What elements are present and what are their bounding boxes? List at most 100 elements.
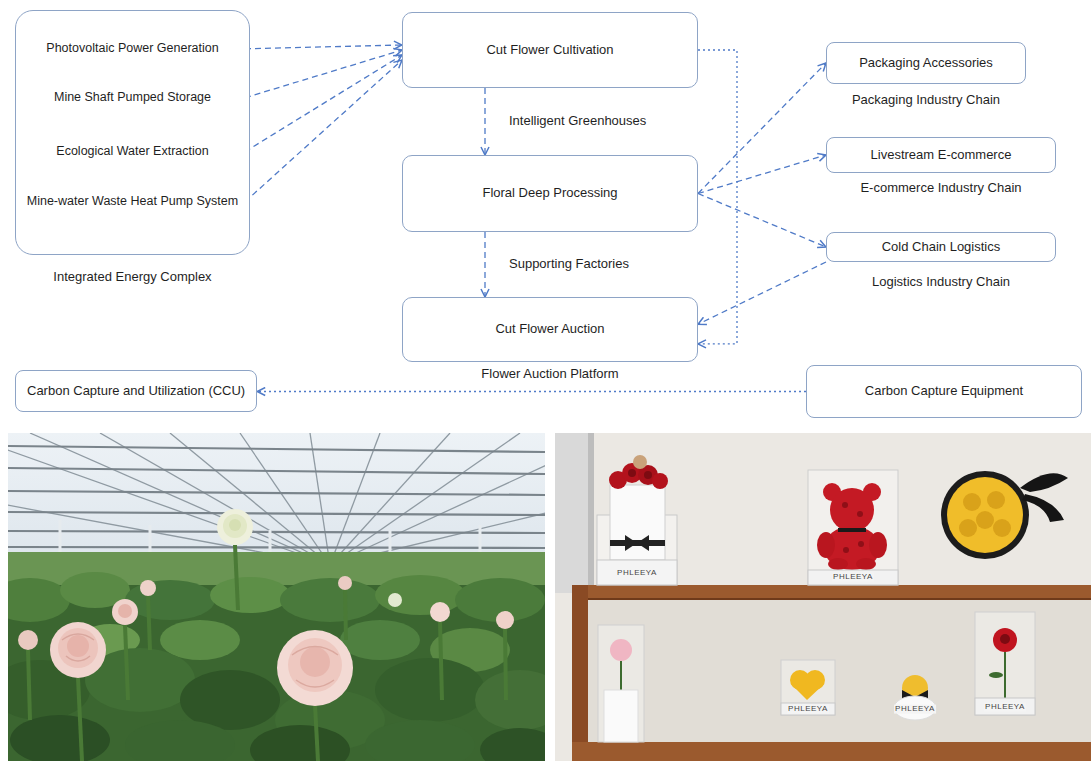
rose-blooms-part bbox=[300, 647, 330, 677]
connector bbox=[698, 262, 826, 324]
rose-foliage-part bbox=[10, 715, 110, 761]
round-rose-box-part bbox=[947, 477, 1023, 553]
rose-blooms-part bbox=[223, 514, 247, 538]
rose-blooms-part bbox=[118, 604, 132, 618]
box-heading: Packaging Industry Chain bbox=[826, 92, 1026, 108]
brand-label: PHLEEYA bbox=[984, 703, 1026, 712]
round-rose-box-part bbox=[959, 519, 977, 537]
pink-rose-vase-part bbox=[610, 639, 632, 661]
rose-blooms-part bbox=[18, 630, 38, 650]
greenhouse-truss-part bbox=[8, 547, 545, 548]
box-outline: Cold Chain Logistics bbox=[826, 232, 1056, 262]
box-text: Livestream E-commerce bbox=[871, 147, 1012, 163]
rose-stems-part bbox=[28, 650, 30, 720]
shelf-photo-part bbox=[572, 742, 1091, 761]
connector bbox=[245, 55, 402, 152]
box-outline: Packaging Accessories bbox=[826, 42, 1026, 84]
round-rose-box-part bbox=[1022, 494, 1064, 522]
connector bbox=[484, 88, 485, 155]
rose-stems-part bbox=[148, 596, 150, 650]
shelf-photo-part bbox=[572, 599, 1091, 744]
box-outline: Floral Deep Processing bbox=[402, 155, 698, 232]
red-rose-box-part bbox=[975, 698, 1035, 715]
box-heading: Logistics Industry Chain bbox=[826, 274, 1056, 290]
yellow-heart-box-part bbox=[791, 684, 824, 700]
brand-label: PHLEEYA bbox=[894, 705, 936, 714]
greenhouse-photo bbox=[8, 433, 545, 761]
rose-bear-display-part bbox=[808, 570, 898, 585]
yellow-heart-box-part bbox=[781, 660, 835, 715]
box-outline: Photovoltaic Power GenerationMine Shaft … bbox=[15, 10, 250, 255]
rose-foliage-part bbox=[8, 578, 70, 622]
rose-blooms-part bbox=[338, 576, 352, 590]
energy-item: Mine Shaft Pumped Storage bbox=[20, 85, 245, 111]
greenhouse-truss-part bbox=[8, 446, 545, 452]
red-rose-box-part bbox=[975, 612, 1035, 715]
yellow-heart-box-part bbox=[781, 703, 835, 715]
hat-box-display-part bbox=[625, 535, 649, 551]
rose-stems-part bbox=[235, 545, 238, 610]
rose-stems-part bbox=[78, 678, 82, 761]
brand-label: PHLEEYA bbox=[616, 569, 658, 578]
rose-blooms-part bbox=[430, 602, 450, 622]
rose-blooms-part bbox=[112, 599, 138, 625]
brand-label: PHLEEYA bbox=[832, 573, 874, 582]
energy-item: Mine-water Waste Heat Pump System bbox=[20, 189, 245, 215]
rose-bear-display-part bbox=[856, 558, 876, 570]
box-text: Cut Flower Cultivation bbox=[486, 42, 613, 58]
pink-rose-vase bbox=[598, 625, 644, 742]
hat-box-display-part bbox=[633, 455, 647, 469]
rose-blooms-part bbox=[50, 622, 106, 678]
pink-rose-vase-part bbox=[604, 690, 638, 742]
rose-blooms-part bbox=[67, 635, 89, 657]
box-text: Ecological Water Extraction bbox=[56, 144, 208, 160]
rose-foliage-part bbox=[210, 577, 290, 613]
box-heading: Integrated Energy Complex bbox=[15, 269, 250, 285]
connector bbox=[698, 63, 826, 194]
rose-bear-display-part bbox=[808, 470, 898, 585]
red-rose-box-part bbox=[1000, 634, 1010, 644]
item-area: Ecological Water Extraction bbox=[20, 139, 245, 165]
ccu-box: Carbon Capture and Utilization (CCU) bbox=[15, 370, 257, 412]
rose-blooms-part bbox=[217, 509, 253, 545]
shelf-photo-part bbox=[555, 433, 593, 593]
rose-blooms-part bbox=[62, 634, 94, 661]
box-text: Floral Deep Processing bbox=[482, 185, 617, 201]
box-text: Cold Chain Logistics bbox=[882, 239, 1001, 255]
process-box: Cut Flower AuctionFlower Auction Platfor… bbox=[402, 297, 698, 382]
rose-foliage-part bbox=[365, 720, 475, 761]
box-heading: Flower Auction Platform bbox=[402, 366, 698, 382]
rose-bear-display-part bbox=[857, 511, 863, 517]
pink-rose-vase-part bbox=[620, 661, 622, 690]
box-outline: Carbon Capture Equipment bbox=[806, 365, 1082, 418]
greenhouse-roof-part bbox=[8, 433, 330, 565]
pink-rose-vase-part bbox=[598, 625, 644, 742]
rose-bear-display-part bbox=[858, 541, 864, 547]
connector bbox=[257, 391, 806, 392]
box-text: Mine Shaft Pumped Storage bbox=[54, 90, 211, 106]
rose-blooms bbox=[18, 509, 514, 706]
process-box: Floral Deep Processing bbox=[402, 155, 698, 232]
rose-bear-display-part bbox=[828, 558, 848, 570]
process-box: Cut Flower Cultivation bbox=[402, 12, 698, 88]
rose-bear-display-part bbox=[838, 528, 866, 532]
box-outline: Cut Flower Auction bbox=[402, 297, 698, 362]
box-outline: Carbon Capture and Utilization (CCU) bbox=[15, 370, 257, 412]
rose-foliage-part bbox=[480, 728, 545, 761]
rose-foliage bbox=[8, 572, 545, 761]
connector bbox=[245, 50, 402, 98]
hat-box-display-part bbox=[597, 560, 677, 585]
energy-item: Ecological Water Extraction bbox=[20, 139, 245, 165]
shelf-photo-part bbox=[588, 433, 594, 593]
rose-foliage-part bbox=[125, 580, 215, 620]
connector bbox=[484, 232, 485, 297]
hat-box-display-part bbox=[652, 473, 668, 489]
red-rose-box-part bbox=[989, 672, 1003, 678]
rose-stems-part bbox=[125, 625, 128, 700]
industry-box: Packaging AccessoriesPackaging Industry … bbox=[826, 42, 1026, 108]
item-area: Mine Shaft Pumped Storage bbox=[20, 85, 245, 111]
rose-blooms-part bbox=[292, 647, 338, 688]
greenhouse-truss-part bbox=[8, 491, 545, 495]
rose-stems-part bbox=[345, 590, 346, 640]
